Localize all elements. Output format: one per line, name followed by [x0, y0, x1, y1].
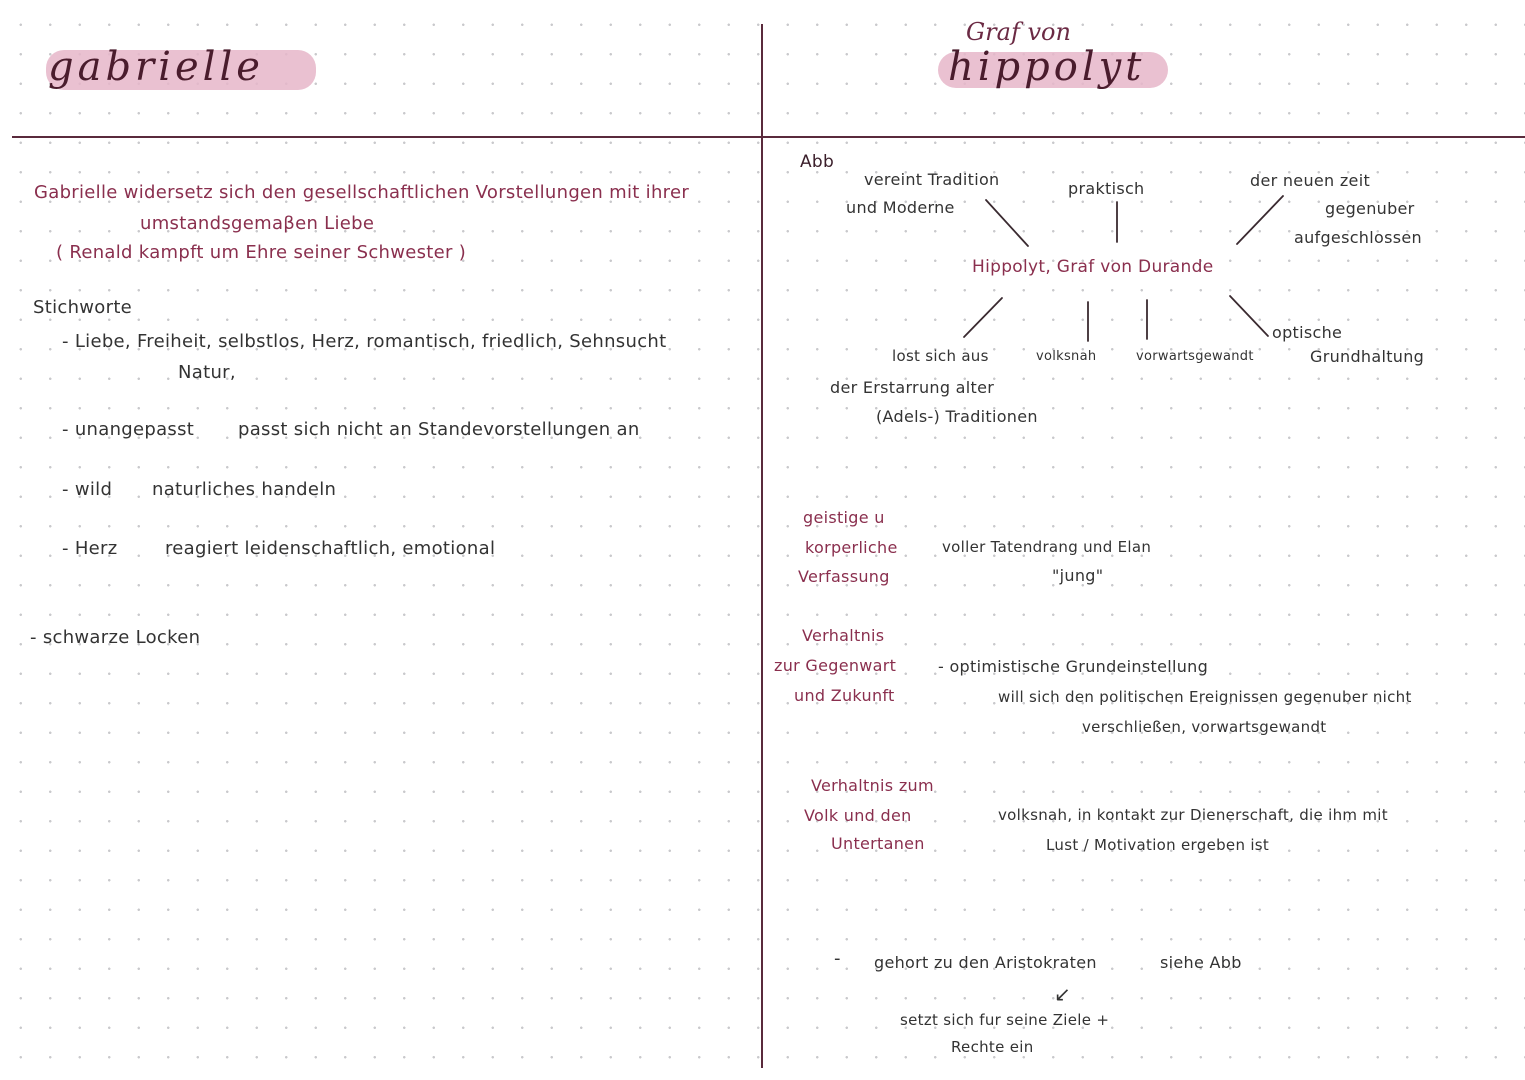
mindmap-top-left-1: vereint Tradition	[864, 170, 1000, 189]
bottom-dash: -	[834, 948, 841, 969]
stichworte-heading: Stichworte	[33, 297, 133, 318]
title-highlight-right	[938, 52, 1168, 88]
stichworte-item2-desc: passt sich nicht an Standevorstellungen …	[238, 419, 640, 440]
mindmap-top-right-3: aufgeschlossen	[1294, 228, 1422, 247]
stichworte-item1-line1: - Liebe, Freiheit, selbstlos, Herz, roma…	[62, 331, 667, 352]
intro-line-3: ( Renald kampft um Ehre seiner Schwester…	[56, 242, 467, 263]
connector-bottom-right	[1229, 295, 1269, 337]
mindmap-bottom-left-2: der Erstarrung alter	[830, 378, 995, 397]
row3-desc-2: Lust / Motivation ergeben ist	[1046, 836, 1270, 854]
row3-label-2: Volk und den	[804, 806, 912, 825]
left-title: gabrielle	[48, 44, 264, 90]
bottom-line-3: Rechte ein	[951, 1038, 1034, 1056]
stichworte-item4-desc: reagiert leidenschaftlich, emotional	[165, 538, 496, 559]
horizontal-divider	[12, 136, 1525, 138]
row3-label-1: Verhaltnis zum	[811, 776, 934, 795]
mindmap-top-right-1: der neuen zeit	[1250, 171, 1371, 190]
bottom-line-1b: siehe Abb	[1160, 953, 1242, 972]
right-title-big: hippolyt	[948, 44, 1146, 90]
stichworte-item3-term: - wild	[62, 479, 113, 500]
row2-label-2: zur Gegenwart	[774, 656, 897, 675]
stichworte-item1-line2: Natur,	[178, 362, 236, 383]
mindmap-bottom-right-2: Grundhaltung	[1310, 347, 1425, 366]
row2-desc-2: will sich den politischen Ereignissen ge…	[998, 688, 1412, 706]
row1-desc-1: voller Tatendrang und Elan	[942, 538, 1152, 556]
bottom-line-1: gehort zu den Aristokraten	[874, 953, 1097, 972]
row2-desc-1: - optimistische Grundeinstellung	[938, 657, 1209, 676]
connector-top-left	[985, 199, 1029, 247]
abb-label: Abb	[800, 152, 835, 172]
stichworte-item2-term: - unangepasst	[62, 419, 195, 440]
stichworte-item4-term: - Herz	[62, 538, 118, 559]
row2-desc-3: verschließen, vorwartsgewandt	[1082, 718, 1327, 736]
row3-desc-1: volksnah, in kontakt zur Dienerschaft, d…	[998, 806, 1388, 824]
mindmap-bottom-mid1: volksnah	[1036, 349, 1097, 364]
row3-label-3: Untertanen	[831, 834, 925, 853]
intro-line-1: Gabrielle widersetz sich den gesellschaf…	[34, 182, 690, 203]
mindmap-bottom-right-1: optische	[1272, 323, 1343, 342]
mindmap-center: Hippolyt, Graf von Durande	[972, 257, 1214, 277]
row2-label-3: und Zukunft	[794, 686, 895, 705]
mindmap-top-mid: praktisch	[1068, 179, 1145, 198]
bottom-line-2: setzt sich fur seine Ziele +	[900, 1011, 1110, 1029]
extra-note: - schwarze Locken	[30, 627, 201, 648]
vertical-divider	[761, 24, 763, 1068]
connector-bottom-left	[963, 297, 1003, 338]
title-highlight-left	[46, 50, 316, 90]
connector-top-right	[1236, 195, 1284, 245]
mindmap-top-right-2: gegenuber	[1325, 199, 1415, 218]
row1-desc-2: "jung"	[1052, 566, 1104, 585]
row1-label-2: korperliche	[805, 538, 898, 557]
intro-line-2: umstandsgemaβen Liebe	[140, 213, 375, 234]
row1-label-3: Verfassung	[798, 567, 890, 586]
mindmap-bottom-left-3: (Adels-) Traditionen	[876, 407, 1038, 426]
mindmap-top-left-2: und Moderne	[846, 198, 955, 217]
mindmap-bottom-mid2: vorwartsgewandt	[1136, 349, 1254, 364]
bottom-arrow-icon: ↙	[1054, 982, 1072, 1006]
row1-label-1: geistige u	[803, 508, 885, 527]
row2-label-1: Verhaltnis	[802, 626, 885, 645]
mindmap-bottom-left-1: lost sich aus	[892, 347, 989, 365]
right-title-small: Graf von	[966, 18, 1071, 46]
stichworte-item3-desc: naturliches handeln	[152, 479, 337, 500]
